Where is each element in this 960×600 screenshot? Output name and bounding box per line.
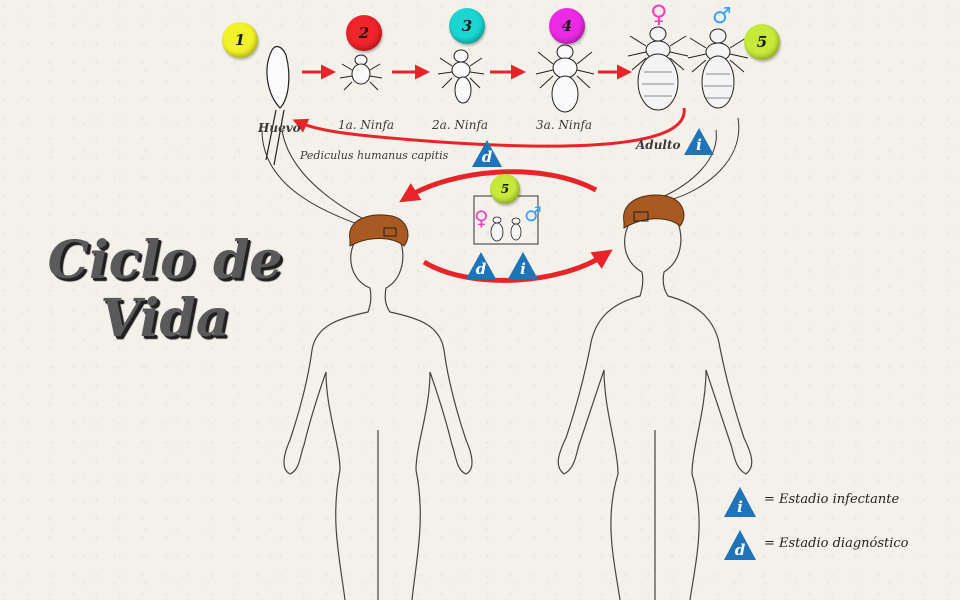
egg-illustration: [265, 45, 290, 166]
connector-adult-head: [659, 129, 717, 199]
stage-3-badge: 3: [449, 8, 485, 44]
male-symbol-top: ♂: [712, 4, 732, 29]
transmission-arrow-bottom: [422, 249, 613, 283]
human-figure-left: [283, 235, 473, 600]
nymph1-label: 1a. Ninfa: [338, 118, 395, 132]
legend-infective-marker: i: [724, 487, 756, 517]
infective-marker-transmission: i: [508, 252, 538, 279]
egg-label: Huevo: [258, 121, 301, 135]
diagnostic-marker-top: d: [472, 140, 502, 167]
nymph3-label: 3a. Ninfa: [536, 118, 593, 132]
legend-diagnostic-marker: d: [724, 530, 756, 560]
human-figure-right: [557, 217, 753, 600]
species-label: Pediculus humanus capitis: [300, 149, 449, 162]
nymph1-illustration: [339, 54, 383, 91]
stage-1-badge: 1: [222, 22, 258, 58]
connector-egg-head: [261, 129, 381, 233]
female-symbol-box: ♀: [474, 206, 489, 230]
infective-marker-adult: i: [684, 128, 714, 155]
male-symbol-box: ♂: [524, 202, 542, 226]
page-title: Ciclo de Vida: [47, 230, 283, 349]
adult-female-illustration: [627, 26, 689, 111]
transmission-stage-badge: 5: [490, 174, 520, 204]
diagnostic-marker-transmission: d: [466, 252, 496, 279]
adult-male-illustration: [687, 28, 749, 109]
scalp-marker-left: [383, 227, 397, 237]
stage-5-badge: 5: [744, 24, 780, 60]
stage-2-badge: 2: [346, 15, 382, 51]
stage-4-badge: 4: [549, 8, 585, 44]
transmission-lice: [490, 216, 522, 242]
legend-infective-text: = Estadio infectante: [764, 492, 900, 507]
nymph2-illustration: [437, 49, 485, 104]
female-symbol-top: ♀: [650, 0, 668, 28]
adult-label: Adulto: [636, 138, 681, 152]
nymph2-label: 2a. Ninfa: [432, 118, 489, 132]
hair-right: [623, 194, 685, 229]
legend-diagnostic-text: = Estadio diagnóstico: [764, 536, 909, 551]
scalp-marker-right: [633, 211, 649, 222]
connector-adult-head-2: [669, 117, 740, 201]
nymph3-illustration: [535, 44, 595, 113]
return-arrow: [292, 107, 686, 148]
transmission-arrow-top: [399, 169, 598, 203]
hair-left: [349, 214, 409, 247]
